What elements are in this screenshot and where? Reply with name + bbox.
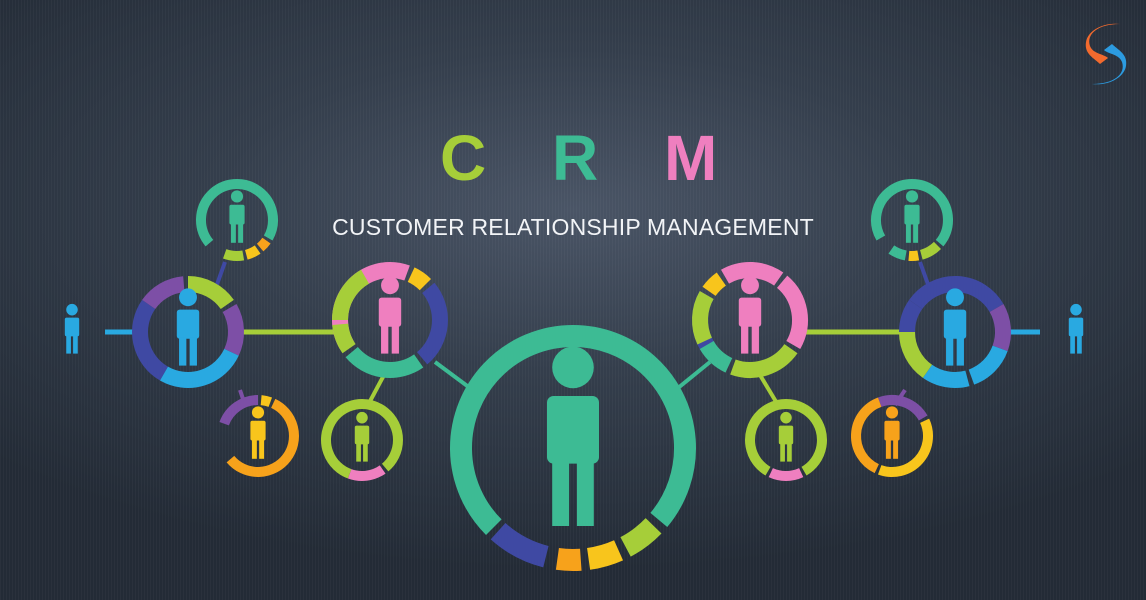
crm-letter-c: C — [440, 122, 487, 194]
left-top-node — [196, 179, 278, 261]
crm-letter-r: R — [552, 122, 599, 194]
ring-segment — [187, 276, 234, 310]
person-icon — [176, 288, 200, 366]
ring-segment — [196, 179, 278, 247]
crm-letter-m: M — [664, 122, 718, 194]
ring-segment — [226, 398, 299, 477]
ring-segment — [416, 282, 448, 365]
ring-segment — [922, 364, 970, 388]
ring-segment — [877, 418, 933, 477]
brand-logo-icon — [1085, 23, 1127, 85]
right-far-node — [1068, 303, 1084, 354]
network-nodes — [64, 179, 1084, 571]
ring-segment — [219, 395, 259, 426]
ring-segment — [968, 345, 1008, 385]
ring-segment — [909, 276, 1004, 313]
ring-segment — [899, 331, 933, 378]
connector-line — [433, 360, 472, 390]
connector-line — [676, 360, 712, 390]
ring-segment — [160, 348, 239, 388]
person-icon — [904, 190, 920, 243]
right-mid-bottom-node — [745, 399, 827, 481]
person-icon — [884, 406, 900, 459]
ring-segment — [692, 291, 714, 345]
person-icon — [778, 411, 794, 462]
right-top-node — [871, 179, 953, 261]
subtitle: CUSTOMER RELATIONSHIP MANAGEMENT — [332, 214, 814, 240]
left-hub-node — [132, 276, 244, 388]
person-icon — [547, 346, 599, 526]
left-mid-node — [332, 262, 448, 378]
right-bottom-node — [851, 395, 933, 477]
ring-segment — [407, 267, 432, 291]
left-bottom-node — [219, 395, 299, 477]
person-icon — [354, 411, 370, 462]
person-icon — [250, 406, 266, 459]
ring-segment — [877, 395, 928, 421]
ring-segment — [989, 304, 1011, 352]
person-icon — [229, 190, 245, 243]
ring-segment — [871, 179, 953, 247]
person-icon — [1068, 303, 1084, 354]
right-mid-node — [692, 262, 808, 378]
ring-segment — [347, 465, 386, 481]
ring-segment — [919, 241, 941, 260]
ring-segment — [702, 272, 727, 297]
ring-segment — [908, 250, 920, 261]
person-icon — [64, 303, 80, 354]
ring-segment — [899, 299, 923, 333]
central-customer-node — [450, 325, 696, 571]
right-hub-node — [899, 276, 1011, 388]
left-far-node — [64, 303, 80, 354]
ring-segment — [745, 399, 827, 476]
ring-segment — [256, 237, 271, 252]
ring-segment — [699, 340, 733, 373]
ring-segment — [321, 399, 403, 479]
ring-segment — [332, 269, 370, 321]
person-icon — [738, 276, 762, 354]
ring-segment — [851, 397, 882, 474]
ring-segment — [586, 540, 624, 570]
ring-segment — [142, 276, 185, 310]
person-icon — [378, 276, 402, 354]
ring-segment — [345, 346, 424, 378]
ring-segment — [222, 249, 245, 261]
ring-segment — [332, 323, 356, 354]
ring-segment — [244, 245, 261, 260]
ring-segment — [260, 395, 273, 407]
ring-segment — [888, 245, 907, 261]
connector-line — [758, 373, 780, 407]
ring-segment — [222, 304, 244, 356]
left-mid-bottom-node — [321, 399, 403, 481]
ring-segment — [776, 275, 808, 349]
ring-segment — [768, 467, 804, 481]
ring-segment — [132, 299, 169, 381]
ring-segment — [490, 522, 549, 568]
ring-segment — [721, 262, 784, 286]
person-icon — [943, 288, 967, 366]
ring-segment — [730, 343, 798, 378]
ring-segment — [555, 547, 582, 571]
ring-segment — [620, 517, 662, 557]
ring-segment — [450, 325, 696, 535]
